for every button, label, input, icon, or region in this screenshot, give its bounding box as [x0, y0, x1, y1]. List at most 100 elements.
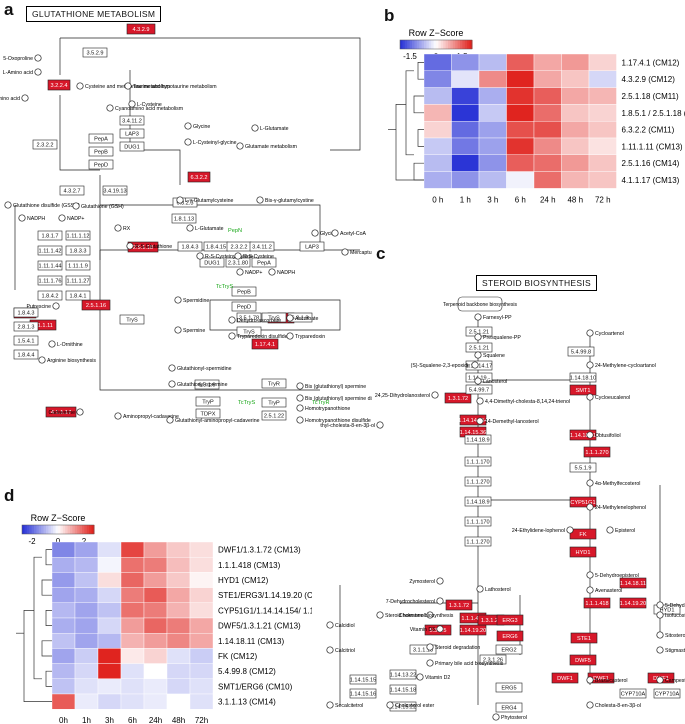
enzyme-a-46: 2.5.1.22	[264, 414, 284, 420]
heatmap-cell	[561, 154, 590, 172]
compound-node	[296, 416, 304, 424]
legend-gradient-step	[72, 525, 76, 534]
row-label: 2.5.1.18 (CM11)	[622, 92, 680, 101]
enzyme-a-10-box	[172, 197, 198, 208]
compound-node	[474, 333, 482, 341]
heatmap-b: Row Z−Score-1.501.51.17.4.1 (CM12)4.3.2.…	[388, 28, 685, 204]
pathway-box-terpenoid-box	[457, 296, 503, 312]
compound-a-24: Mercapturic acid	[350, 250, 372, 256]
compound-c-19: 5-Dehydroavenasterol	[665, 603, 685, 609]
enzyme-a-22-box	[13, 307, 39, 318]
compound-node	[256, 196, 264, 204]
enzyme-a-42: TryR	[268, 382, 280, 388]
compound-a-33: Dehydro-ascorbate	[237, 318, 281, 324]
compound-c-32: Calcitriol	[335, 648, 355, 654]
compound-a-23: Acetyl-CoA	[340, 231, 366, 237]
heatmap-cell	[166, 648, 191, 664]
legend-gradient-step	[436, 40, 439, 49]
heatmap-cell	[451, 104, 480, 122]
compound-node	[566, 526, 574, 534]
legend-gradient-step	[24, 525, 28, 534]
heatmap-cell	[478, 137, 507, 155]
enzyme-a-31-box	[199, 257, 225, 268]
enzyme-a-8-box	[119, 128, 145, 139]
heatmap-cell	[189, 572, 214, 588]
enzyme-c-11-box	[464, 516, 492, 527]
enzyme-c-9: 1.1.1.270	[466, 480, 489, 486]
pathway-edge	[129, 70, 181, 185]
legend-gradient-step	[407, 40, 411, 49]
enzyme-a-24: 1.5.4.1	[17, 339, 34, 345]
legend-tick: 0	[56, 537, 61, 546]
enzyme-c-red-6-box	[569, 496, 597, 508]
compound-a-18: R-S-Glutathione	[135, 244, 172, 250]
compound-node	[492, 713, 500, 721]
compound-node	[166, 416, 174, 424]
compound-c-13: 4α-Methylfecosterol	[595, 481, 640, 487]
enzyme-c-red-2-box	[444, 392, 472, 404]
enzyme-a-17-box	[65, 230, 91, 241]
enzyme-a-44: TDPX	[201, 412, 216, 418]
compound-a-20: R-S-Cysteinylglycine	[205, 254, 253, 260]
enzyme-a-29-box	[249, 241, 275, 252]
enzyme-a-44-box	[195, 408, 221, 419]
enzyme-a-12-box	[37, 230, 63, 241]
compound-node	[416, 673, 424, 681]
enzyme-c-4-box	[465, 384, 493, 395]
enzyme-c-red-21: 1.14.18.11	[620, 581, 646, 587]
enzyme-c-24: HYD1	[660, 608, 675, 614]
dendrogram-branch	[23, 610, 52, 702]
compound-c-2: Squalene	[483, 353, 505, 359]
compound-c-29: Cholesterol	[399, 613, 425, 619]
enzyme-c-6-box	[569, 372, 597, 383]
heatmap-cell	[143, 557, 168, 573]
heatmap-cell	[74, 557, 99, 573]
enzyme-c-16-box	[495, 702, 523, 713]
compound-node	[326, 646, 334, 654]
enzyme-c-23-box	[409, 644, 437, 655]
heatmap-cell	[561, 120, 590, 139]
compound-node	[18, 214, 26, 222]
legend-gradient-step	[41, 525, 45, 534]
compound-a-44: Homotrypanothione disulfide	[305, 418, 371, 424]
compound-c-23: Campesterol	[665, 678, 685, 684]
pathway-edge	[99, 250, 320, 391]
compound-node	[474, 313, 482, 321]
compound-a-14: Glutathione (GSH)	[81, 204, 124, 210]
enzyme-a-6: PepD	[94, 163, 108, 169]
pathway-edge	[59, 95, 100, 171]
compound-node	[376, 421, 384, 429]
compound-c-28: 7-Dehydrocholesterol	[386, 599, 435, 605]
pathway-title-steroid: STEROID BIOSYNTHESIS	[476, 275, 597, 291]
column-label: 0 h	[432, 195, 443, 204]
enzyme-c-19: 1.14.15.18	[390, 688, 416, 694]
heatmap-cell	[451, 120, 480, 139]
row-label: 1.8.5.1 / 2.5.1.18 (CM11)	[622, 109, 685, 118]
compound-a-32: Glutathionyl-spermidine	[177, 366, 232, 372]
compound-c-12: Obtusifoliol	[595, 433, 621, 439]
heatmap-cell	[588, 104, 617, 122]
enzyme-c-19-box	[389, 684, 417, 695]
heatmap-cell	[478, 120, 507, 139]
heatmap-cell	[506, 70, 535, 88]
enzyme-c-12: 1.1.1.270	[466, 540, 489, 546]
enzyme-a-22: 1.8.4.3	[17, 311, 34, 317]
enzyme-c-red-6: CYP51G1	[570, 500, 595, 506]
enzyme-c-red-0-box	[569, 384, 597, 396]
enzyme-c-18: 1.14.13.22	[390, 673, 416, 679]
compound-node	[4, 201, 12, 209]
enzyme-c-16: ERG4	[501, 706, 516, 712]
heatmap-cell	[189, 541, 214, 558]
legend-gradient-step	[53, 525, 57, 534]
enzyme-a-43: TryP	[202, 400, 214, 406]
enzyme-c-10: 1.14.18.9	[466, 500, 489, 506]
enzyme-c-23: 3.1.1.13	[413, 648, 433, 654]
heatmap-cell	[588, 171, 617, 189]
compound-c-10: 4,4-Dimethyl-cholesta-8-en-3β-ol	[320, 423, 375, 429]
compound-node	[128, 100, 136, 108]
heatmap-cell	[189, 693, 214, 710]
heatmap-cell	[166, 572, 191, 588]
enzyme-c-red-7-box	[569, 528, 597, 540]
enzyme-a-30-box	[299, 241, 325, 252]
compound-node	[586, 393, 594, 401]
